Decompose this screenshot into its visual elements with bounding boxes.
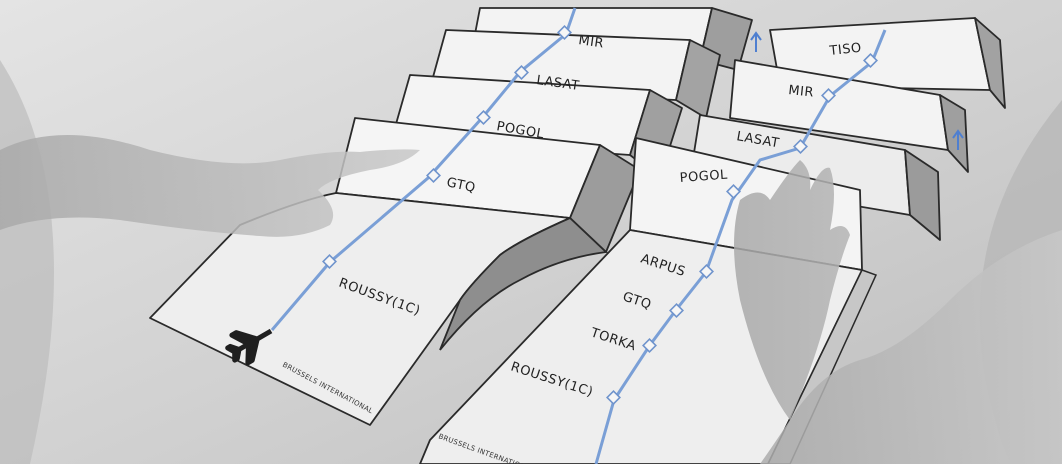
right-waypoint-label-mir: MIR — [788, 83, 815, 101]
